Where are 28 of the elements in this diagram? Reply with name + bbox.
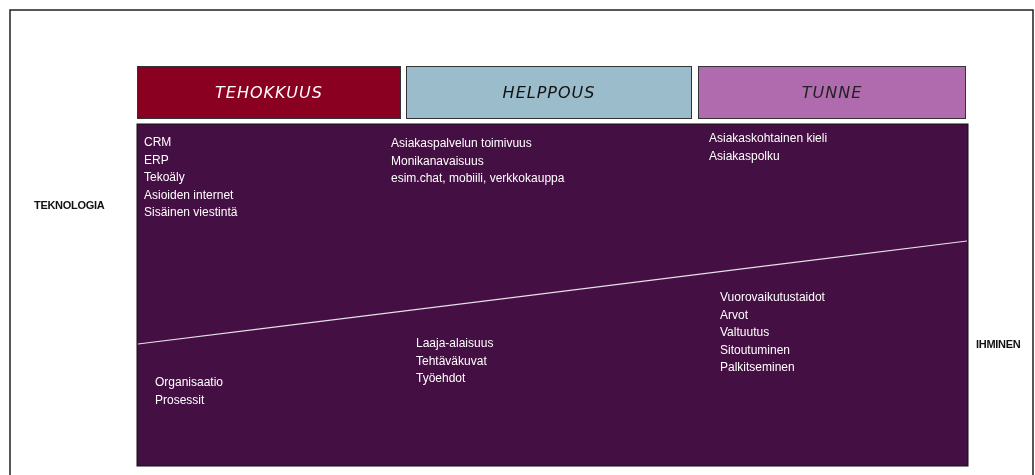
item-text: Laaja-alaisuus: [416, 336, 494, 350]
header-text: TEHOKKUUS: [215, 83, 323, 102]
item-text: Asiakaspalvelun toimivuus: [391, 136, 532, 150]
item-text: Työehdot: [416, 371, 466, 386]
item-text: Asiakaspolku: [709, 148, 780, 163]
item-text: Arvot: [720, 307, 748, 322]
axis-label: TEKNOLOGIA: [34, 198, 105, 212]
axis-label: IHMINEN: [976, 337, 1021, 351]
item-text: Asioiden internet: [144, 187, 234, 202]
item-text: Sisäinen viestintä: [144, 205, 238, 220]
item-text: Prosessit: [155, 392, 205, 407]
category-header: [698, 66, 966, 119]
item-text: ERP: [144, 152, 169, 167]
item-text: Vuorovaikutustaidot: [720, 290, 825, 304]
item-text: Monikanavaisuus: [391, 153, 484, 168]
item-text: CRM: [144, 135, 172, 149]
item-text: Asiakaskohtainen kieli: [709, 131, 828, 145]
item-text: Tehtäväkuvat: [416, 353, 487, 368]
header-text: HELPPOUS: [502, 83, 596, 102]
header-text: TUNNE: [801, 83, 863, 102]
item-text: Tekoäly: [144, 170, 185, 185]
category-header: [406, 66, 692, 119]
item-text: Palkitseminen: [720, 360, 795, 375]
item-text: Valtuutus: [720, 325, 770, 340]
item-text: esim.chat, mobiili, verkkokauppa: [391, 171, 565, 186]
item-text: Sitoutuminen: [720, 342, 791, 357]
category-header: [137, 66, 401, 119]
item-text: Organisaatio: [155, 375, 224, 389]
